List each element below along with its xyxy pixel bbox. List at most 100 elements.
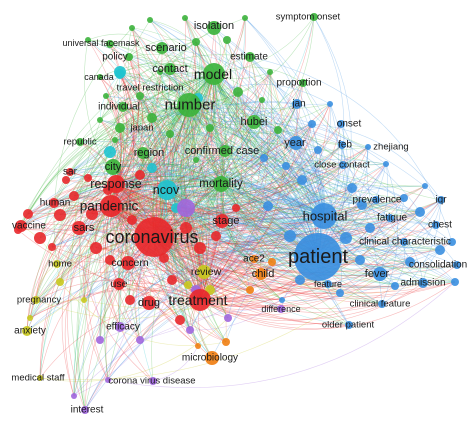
term-node-clinical-feature[interactable] [378,300,386,308]
term-node-minor[interactable] [435,245,445,255]
term-node-minor[interactable] [263,201,273,211]
term-node-minor[interactable] [147,113,157,123]
term-node-minor[interactable] [222,338,230,346]
term-node-corona-virus-disease[interactable] [149,377,157,385]
term-node-republic[interactable] [76,138,84,146]
term-node-sars[interactable] [72,221,86,235]
term-node-home[interactable] [53,260,61,268]
term-node-minor[interactable] [192,38,200,46]
term-node-close-contact[interactable] [339,161,347,169]
term-node-minor[interactable] [448,238,456,246]
term-node-minor[interactable] [246,286,254,294]
term-node-minor[interactable] [105,255,115,265]
term-node-minor[interactable] [84,174,92,182]
term-node-fever[interactable] [373,267,387,281]
term-node-minor[interactable] [206,124,214,132]
term-node-review[interactable] [197,265,211,279]
term-node-ncov[interactable] [157,180,177,200]
term-node-minor[interactable] [259,97,265,103]
term-node-universal-facemask[interactable] [106,40,114,48]
term-node-minor[interactable] [279,297,285,303]
term-node-medical-staff[interactable] [37,375,43,381]
term-node-minor[interactable] [96,336,104,344]
term-node-minor[interactable] [175,315,185,325]
term-node-minor[interactable] [347,183,357,193]
term-node-concern[interactable] [121,256,135,270]
term-node-hospital[interactable] [311,203,337,229]
term-node-minor[interactable] [125,295,135,305]
term-node-minor[interactable] [177,199,195,217]
term-node-pregnancy[interactable] [32,296,40,304]
term-node-response[interactable] [107,175,125,193]
term-node-minor[interactable] [129,25,135,31]
term-node-microbiology[interactable] [205,351,219,365]
term-node-minor[interactable] [167,275,177,285]
term-node-minor[interactable] [127,215,137,225]
term-node-minor[interactable] [105,377,111,383]
term-node-interest[interactable] [81,406,89,414]
term-node-use[interactable] [113,278,125,290]
term-node-fatigue[interactable] [386,214,394,222]
term-node-minor[interactable] [365,223,375,233]
term-node-mortality[interactable] [213,176,229,192]
term-node-feature[interactable] [324,280,332,288]
term-node-minor[interactable] [186,326,194,334]
term-node-treatment[interactable] [189,289,211,311]
term-node-minor[interactable] [268,258,276,266]
term-node-hubei[interactable] [247,115,261,129]
term-node-individual[interactable] [118,102,128,112]
term-node-isolation[interactable] [207,21,221,35]
term-node-minor[interactable] [274,126,282,134]
term-node-minor[interactable] [260,154,268,162]
term-node-minor[interactable] [184,281,192,289]
term-node-minor[interactable] [355,255,365,265]
term-node-minor[interactable] [194,242,206,254]
term-node-vaccine[interactable] [15,220,27,232]
term-node-onset[interactable] [337,120,345,128]
term-node-confirmed-case[interactable] [219,145,231,157]
term-node-minor[interactable] [157,69,163,75]
term-node-consolidation[interactable] [453,261,461,269]
term-node-anxiety[interactable] [22,326,32,336]
term-node-minor[interactable] [69,191,79,201]
term-node-minor[interactable] [86,208,98,220]
term-node-minor[interactable] [422,183,428,189]
term-node-feb[interactable] [338,141,346,149]
term-node-year[interactable] [289,136,303,150]
term-node-minor[interactable] [147,163,157,173]
term-node-minor[interactable] [166,130,174,138]
term-node-scenario[interactable] [156,42,168,54]
term-node-coronavirus[interactable] [134,217,174,257]
term-node-proportion[interactable] [299,79,307,87]
term-node-minor[interactable] [97,117,103,123]
term-node-model[interactable] [203,63,225,85]
term-node-minor[interactable] [233,87,243,97]
term-node-minor[interactable] [415,207,425,217]
term-node-minor[interactable] [400,194,408,202]
term-node-minor[interactable] [195,343,201,349]
term-node-minor[interactable] [182,15,188,21]
term-node-minor[interactable] [85,37,91,43]
term-node-minor[interactable] [136,92,144,100]
term-node-minor[interactable] [27,315,33,321]
term-node-ace2[interactable] [250,255,258,263]
term-node-minor[interactable] [340,232,352,244]
term-node-japan[interactable] [115,123,125,133]
term-node-minor[interactable] [71,393,77,399]
term-node-jan[interactable] [292,99,302,109]
term-node-minor[interactable] [282,162,290,170]
term-node-canada[interactable] [97,74,103,80]
term-node-minor[interactable] [451,278,459,286]
term-node-minor[interactable] [193,157,199,163]
term-node-minor[interactable] [180,222,192,234]
term-node-iqr[interactable] [437,196,445,204]
term-node-minor[interactable] [211,231,221,241]
term-node-minor[interactable] [327,101,333,107]
term-node-human[interactable] [49,198,59,208]
term-node-admission[interactable] [418,278,428,288]
term-node-minor[interactable] [232,204,240,212]
term-node-minor[interactable] [147,17,153,23]
term-node-minor[interactable] [81,297,87,303]
term-node-number[interactable] [177,93,201,117]
term-node-minor[interactable] [314,146,322,154]
